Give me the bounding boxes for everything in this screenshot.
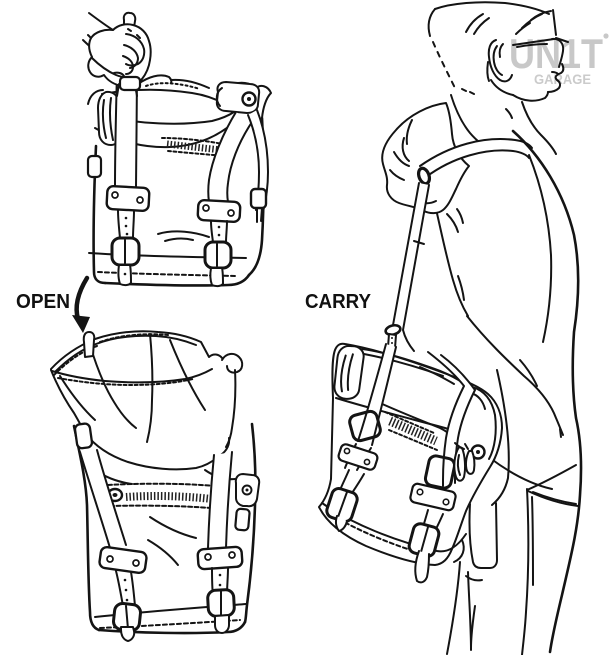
svg-text:OPEN: OPEN — [16, 290, 70, 313]
svg-text:CARRY: CARRY — [305, 290, 371, 313]
svg-text:GARAGE: GARAGE — [534, 71, 591, 87]
